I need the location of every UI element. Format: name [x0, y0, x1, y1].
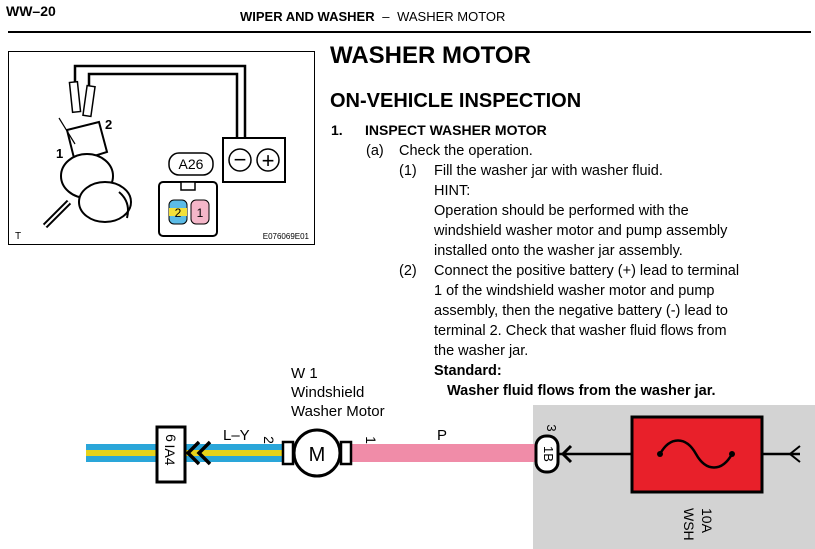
- page-header-title: WIPER AND WASHER – WASHER MOTOR: [240, 9, 505, 24]
- figure-image-code: E076069E01: [263, 232, 310, 241]
- callout-leader-2: [58, 117, 76, 145]
- callout-2: 2: [105, 117, 112, 132]
- callout-1: 1: [56, 146, 63, 161]
- connector-pin-2-label: 2: [175, 206, 182, 220]
- hint-label: HINT:: [434, 183, 471, 199]
- lead-wire-inner: [87, 72, 239, 138]
- connector-id: A26: [179, 156, 204, 172]
- inspection-figure: − + 1 2 A26 2 1 T E076069E01: [8, 51, 315, 245]
- standard-text: Washer fluid flows from the washer jar.: [447, 383, 716, 399]
- lead-wire-outer: [73, 64, 247, 138]
- item-2-line: the washer jar.: [434, 343, 529, 359]
- washer-motor-illustration: − + 1 2 A26 2 1 T E076069E01: [15, 64, 310, 242]
- probe-right: [82, 84, 96, 118]
- wire-color-right: P: [437, 427, 447, 444]
- figure-corner-mark: T: [15, 231, 21, 242]
- wire-fuse-feed-arrow: [788, 445, 801, 463]
- wire-p: [345, 444, 537, 462]
- item-1-text: Fill the washer jar with washer fluid.: [434, 163, 663, 179]
- fuse-node-right: [729, 451, 735, 457]
- fuse-name: WSH: [681, 508, 697, 541]
- connector-ia4-arrows: [185, 440, 212, 466]
- sub-a-text: Check the operation.: [399, 143, 533, 159]
- motor-symbol: [292, 428, 342, 478]
- item-2-line: 1 of the windshield washer motor and pum…: [434, 283, 715, 299]
- connector-pin-1-label: 1: [197, 206, 204, 220]
- fuse-node-left: [657, 451, 663, 457]
- washer-hose-inner: [44, 201, 70, 227]
- fuse-element: [658, 439, 734, 469]
- wire-color-left: L–Y: [223, 427, 250, 444]
- pump-body: [78, 181, 132, 223]
- component-label: W 1 Windshield Washer Motor: [291, 364, 385, 421]
- item-2-line: assembly, then the negative battery (-) …: [434, 303, 728, 319]
- motor-pin-out: 1: [363, 436, 379, 444]
- page-code: WW–20: [6, 3, 56, 19]
- probe-left: [68, 80, 82, 114]
- connector-pin-2-stripe: [169, 208, 187, 216]
- connector-ia4: [155, 425, 187, 484]
- header-rule: [8, 31, 811, 33]
- hint-line: Operation should be performed with the: [434, 203, 689, 219]
- connector-ia4-pin: 6: [163, 434, 179, 442]
- step-number: 1.: [331, 122, 343, 138]
- fuse-rating: 10A: [699, 508, 715, 534]
- battery-plus-terminal: [256, 148, 280, 172]
- connector-id-badge: [168, 152, 214, 176]
- item-2-marker: (2): [399, 263, 417, 279]
- item-1-marker: (1): [399, 163, 417, 179]
- item-2-line: Connect the positive battery (+) lead to…: [434, 263, 740, 279]
- connector-1b-label: 1B: [541, 446, 556, 462]
- hint-line: installed onto the washer jar assembly.: [434, 243, 683, 259]
- motor-pin-in: 2: [261, 436, 277, 444]
- motor-letter: M: [309, 444, 326, 466]
- connector-pin-1-cavity: [190, 199, 210, 225]
- component-name-line: Windshield: [291, 384, 365, 401]
- component-name-line: Washer Motor: [291, 403, 385, 420]
- page-title: WASHER MOTOR: [330, 42, 531, 69]
- battery-minus-label: −: [234, 147, 247, 172]
- battery-plus-label: +: [262, 148, 275, 173]
- battery-minus-terminal: [228, 148, 252, 172]
- component-id: W 1: [291, 365, 318, 382]
- pump-outline: [118, 191, 129, 219]
- header-dash: –: [382, 9, 390, 24]
- motor-terminal-right: [339, 440, 353, 466]
- sub-a-marker: (a): [366, 143, 384, 159]
- motor-terminal-left: [281, 440, 295, 466]
- connector-1b: [534, 434, 560, 474]
- hint-line: windshield washer motor and pump assembl…: [434, 223, 728, 239]
- header-subsection: WASHER MOTOR: [397, 9, 506, 24]
- item-2-line: terminal 2. Check that washer fluid flow…: [434, 323, 727, 339]
- section-heading: ON-VEHICLE INSPECTION: [330, 90, 582, 112]
- step-label: INSPECT WASHER MOTOR: [365, 122, 547, 138]
- connector-plug: [65, 120, 109, 164]
- standard-label: Standard:: [434, 363, 502, 379]
- connector-1b-pin: 3: [544, 424, 559, 431]
- header-section: WIPER AND WASHER: [240, 9, 375, 24]
- connector-ia4-label: IA4: [162, 444, 178, 465]
- connector-latch: [180, 181, 196, 191]
